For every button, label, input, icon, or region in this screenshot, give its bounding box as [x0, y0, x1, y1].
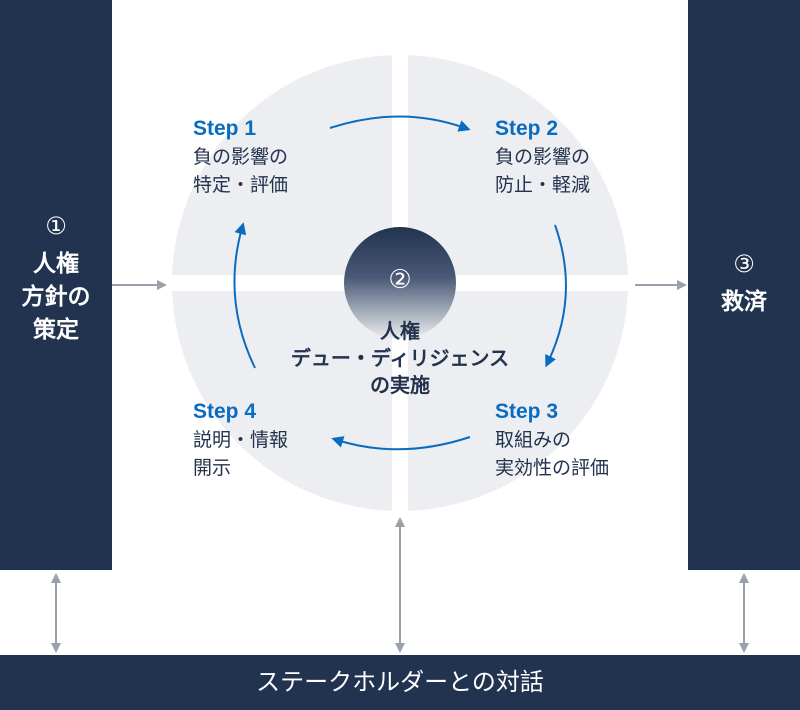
- center-circle: [344, 227, 456, 339]
- step-title: Step 4: [193, 400, 257, 423]
- step-description: 負の影響の 特定・評価: [193, 146, 289, 196]
- step-description: 負の影響の 防止・軽減: [495, 146, 591, 196]
- step-description: 取組みの 実効性の評価: [495, 429, 610, 479]
- step-1: Step 1 負の影響の 特定・評価: [193, 115, 288, 199]
- step-description: 説明・情報 開示: [193, 429, 289, 479]
- human-rights-policy-box: ① 人権 方針の 策定: [0, 0, 112, 570]
- arrow-step4-to-1: [233, 222, 256, 369]
- arrow-step2-to-3: [545, 224, 567, 368]
- box-label: 救済: [721, 289, 767, 315]
- step-title: Step 2: [495, 117, 559, 140]
- box-label: 人権 方針の 策定: [21, 251, 91, 343]
- center-number: ②: [388, 265, 412, 295]
- step-title: Step 3: [495, 400, 559, 423]
- step-2: Step 2 負の影響の 防止・軽減: [495, 115, 590, 199]
- step-title: Step 1: [193, 117, 257, 140]
- arrow-step3-to-4: [331, 436, 471, 451]
- remedy-box: ③ 救済: [688, 0, 800, 570]
- stakeholder-dialogue-bar: ステークホルダーとの対話: [0, 655, 800, 710]
- step-3: Step 3 取組みの 実効性の評価: [495, 398, 609, 482]
- box-number: ③: [733, 250, 755, 278]
- arrow-step1-to-2: [329, 115, 471, 132]
- step-4: Step 4 説明・情報 開示: [193, 398, 288, 482]
- box-number: ①: [45, 212, 67, 240]
- center-label: 人権 デュー・ディリジェンス の実施: [290, 319, 510, 397]
